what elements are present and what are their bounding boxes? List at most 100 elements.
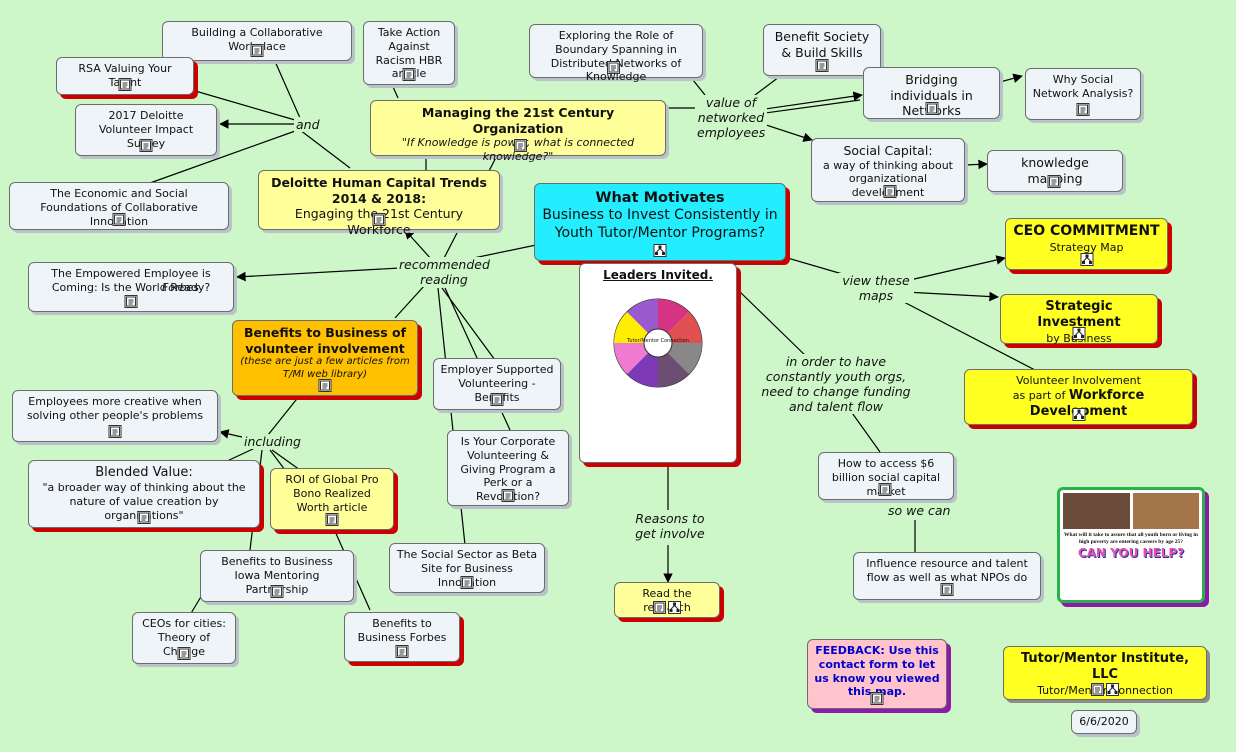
feedback-text: FEEDBACK: Use this contact form to let u…: [814, 644, 940, 699]
node-label: Building a Collaborative Workplace: [191, 26, 323, 53]
document-icon[interactable]: [870, 692, 884, 705]
node-label: Exploring the Role of Boundary Spanning …: [550, 29, 682, 84]
document-icon[interactable]: [108, 425, 122, 438]
feedback-node[interactable]: FEEDBACK: Use this contact form to let u…: [807, 639, 947, 709]
node-label: 2017 Deloitte Volunteer Impact Survey: [98, 109, 194, 150]
document-icon[interactable]: [878, 483, 892, 496]
node-label: Volunteer Involvement: [1016, 374, 1141, 387]
workforce-development-node[interactable]: Volunteer Involvement as part of Workfor…: [964, 369, 1193, 425]
blended-value-node[interactable]: Blended Value: "a broader way of thinkin…: [28, 460, 260, 528]
document-icon[interactable]: [607, 61, 620, 74]
tutor-mentor-institute-node[interactable]: Tutor/Mentor Institute, LLC Tutor/Mentor…: [1003, 646, 1207, 700]
label-so-we-can: so we can: [886, 503, 953, 518]
node-label: Benefit Society & Build Skills: [774, 29, 870, 60]
node-title: Social Capital:: [843, 143, 933, 158]
bridging-individuals-node[interactable]: Bridging individuals in Networks: [863, 67, 1000, 119]
poster-slogan: CAN YOU HELP?: [1077, 545, 1185, 560]
node-title: Strategic Investment: [1037, 299, 1121, 331]
node-title: Benefits to Business of volunteer involv…: [243, 325, 407, 356]
document-icon[interactable]: [118, 78, 132, 91]
node-note: (these are just a few articles from T/MI…: [240, 356, 410, 380]
document-icon[interactable]: [925, 102, 938, 115]
node-label: Employees more creative when solving oth…: [26, 395, 204, 422]
label-value-networked: value of networked employees: [695, 95, 767, 140]
concept-map-icon[interactable]: [1106, 683, 1119, 696]
strategic-investment-node[interactable]: Strategic Investment by Business: [1000, 294, 1158, 345]
roi-global-pro-bono-node[interactable]: ROI of Global Pro Bono Realized Worth ar…: [270, 468, 394, 530]
influence-resource-node[interactable]: Influence resource and talent flow as we…: [853, 552, 1041, 600]
document-icon[interactable]: [1091, 683, 1104, 696]
why-sna-node[interactable]: Why Social Network Analysis?: [1025, 68, 1141, 120]
iowa-mentoring-node[interactable]: Benefits to Business Iowa Mentoring Part…: [200, 550, 354, 602]
can-you-help-poster[interactable]: What will it take to assure that all you…: [1057, 487, 1205, 603]
concept-map-icon[interactable]: [653, 244, 667, 257]
document-icon[interactable]: [137, 511, 151, 524]
concept-map-icon[interactable]: [1072, 408, 1086, 421]
concept-map-icon[interactable]: [668, 601, 681, 614]
poster-caption: What will it take to assure that all you…: [1064, 532, 1198, 545]
document-icon[interactable]: [318, 379, 332, 392]
document-icon[interactable]: [270, 585, 284, 598]
boundary-spanning-node[interactable]: Exploring the Role of Boundary Spanning …: [529, 24, 703, 83]
ceo-commitment-node[interactable]: CEO COMMITMENT Strategy Map: [1005, 218, 1168, 270]
social-capital-node[interactable]: Social Capital: a way of thinking about …: [811, 138, 965, 202]
knowledge-mapping-node[interactable]: knowledge mapping: [987, 150, 1123, 192]
document-icon[interactable]: [372, 213, 386, 226]
corporate-volunteering-node[interactable]: Is Your Corporate Volunteering & Giving …: [447, 430, 569, 506]
document-icon[interactable]: [112, 213, 126, 226]
image-title: Leaders Invited.: [603, 268, 713, 282]
node-label: The Empowered Employee is Coming: Is the…: [51, 267, 211, 294]
document-icon[interactable]: [1047, 175, 1061, 188]
concept-map-icon[interactable]: [1072, 327, 1086, 340]
document-icon[interactable]: [402, 68, 416, 81]
leaders-invited-image[interactable]: Leaders Invited. Tutor/Mentor Connection: [579, 263, 737, 463]
label-in-order: in order to have constantly youth orgs, …: [750, 354, 922, 414]
document-icon[interactable]: [501, 489, 515, 502]
empowered-employee-node[interactable]: The Empowered Employee is Coming: Is the…: [28, 262, 234, 312]
document-icon[interactable]: [124, 295, 138, 308]
benefits-forbes-node[interactable]: Benefits to Business Forbes: [344, 612, 460, 662]
document-icon[interactable]: [653, 601, 666, 614]
document-icon[interactable]: [940, 583, 954, 596]
ceos-for-cities-node[interactable]: CEOs for cities: Theory of Change: [132, 612, 236, 664]
node-label: How to access $6 billion social capital …: [831, 457, 941, 498]
access-6-billion-node[interactable]: How to access $6 billion social capital …: [818, 452, 954, 500]
deloitte-human-capital-node[interactable]: Deloitte Human Capital Trends 2014 & 201…: [258, 170, 500, 237]
benefits-to-business-node[interactable]: Benefits to Business of volunteer involv…: [232, 320, 418, 396]
document-icon[interactable]: [1076, 103, 1090, 116]
social-sector-beta-node[interactable]: The Social Sector as Beta Site for Busin…: [389, 543, 545, 593]
employees-creative-node[interactable]: Employees more creative when solving oth…: [12, 390, 218, 442]
node-label: Influence resource and talent flow as we…: [866, 557, 1028, 584]
document-icon[interactable]: [460, 576, 474, 589]
node-source: Forbes: [161, 281, 199, 294]
node-title: Tutor/Mentor Institute, LLC: [1020, 651, 1190, 683]
node-label-prefix: as part of: [1012, 388, 1066, 402]
document-icon[interactable]: [514, 139, 527, 152]
node-label: The Economic and Social Foundations of C…: [40, 187, 198, 228]
economic-social-foundations-node[interactable]: The Economic and Social Foundations of C…: [9, 182, 229, 230]
node-label: Benefits to Business Forbes: [357, 617, 447, 644]
document-icon[interactable]: [815, 59, 829, 72]
document-icon[interactable]: [250, 44, 264, 57]
take-action-racism-node[interactable]: Take Action Against Racism HBR article: [363, 21, 455, 85]
document-icon[interactable]: [139, 139, 153, 152]
center-topic-node[interactable]: What Motivates Business to Invest Consis…: [534, 183, 786, 261]
center-title: What Motivates: [595, 190, 725, 206]
document-icon[interactable]: [490, 393, 504, 406]
read-research-node[interactable]: Read the research: [614, 582, 720, 618]
concept-map-icon[interactable]: [1080, 253, 1093, 266]
deloitte-2017-survey-node[interactable]: 2017 Deloitte Volunteer Impact Survey: [75, 104, 217, 156]
document-icon[interactable]: [883, 185, 897, 198]
managing-21st-century-node[interactable]: Managing the 21st Century Organization "…: [370, 100, 666, 163]
node-title: Blended Value:: [95, 465, 193, 480]
rsa-valuing-talent-node[interactable]: RSA Valuing Your Talent: [56, 57, 194, 95]
label-view-maps: view these maps: [838, 273, 914, 303]
node-label: Bridging individuals in Networks: [890, 72, 973, 118]
benefit-society-node[interactable]: Benefit Society & Build Skills: [763, 24, 881, 76]
employer-supported-node[interactable]: Employer Supported Volunteering - Benefi…: [433, 358, 561, 410]
document-icon[interactable]: [325, 513, 339, 526]
collaborative-workplace-node[interactable]: Building a Collaborative Workplace: [162, 21, 352, 61]
document-icon[interactable]: [395, 645, 409, 658]
document-icon[interactable]: [177, 647, 191, 660]
